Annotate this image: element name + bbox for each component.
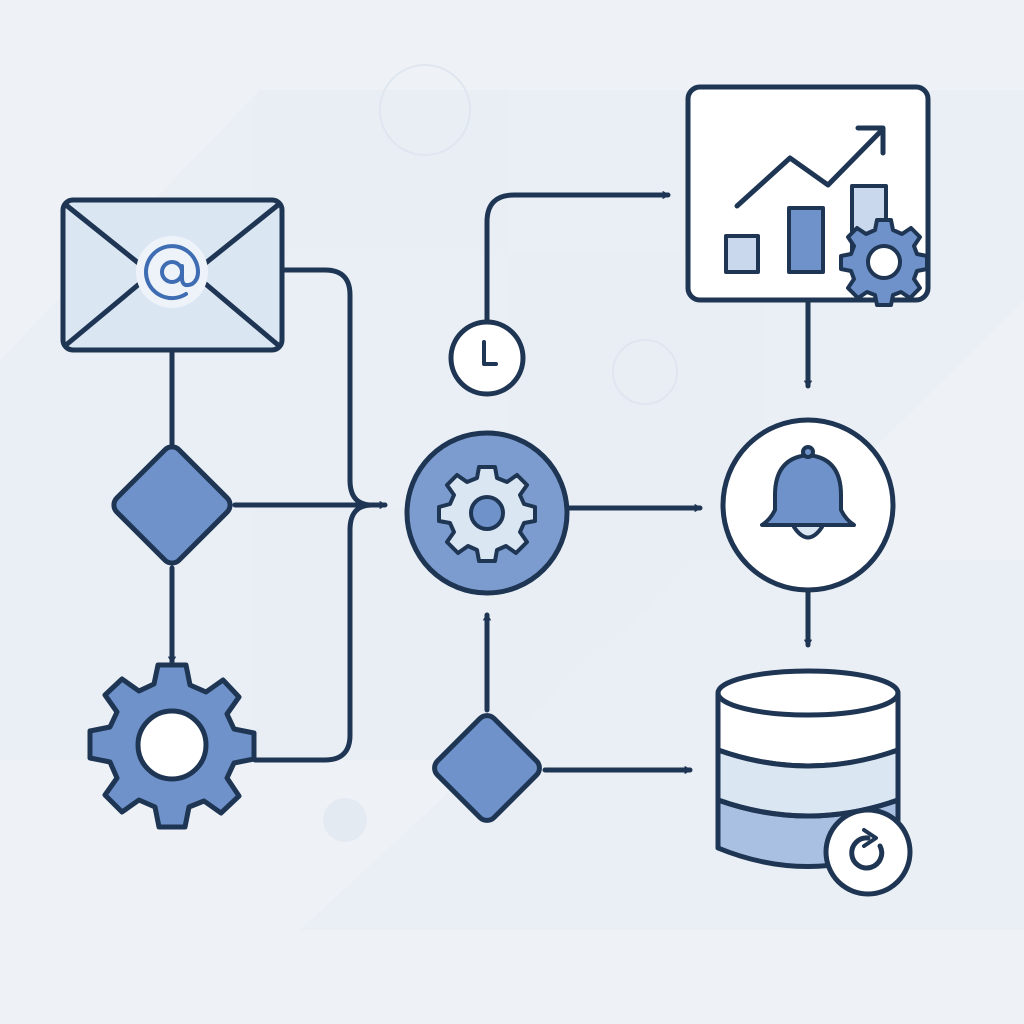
decision-diamond-icon[interactable] (430, 711, 543, 824)
bell-icon[interactable] (720, 417, 896, 593)
envelope-at-icon[interactable] (60, 197, 285, 353)
trend-arrow-icon (734, 125, 886, 209)
settings-gear-icon (839, 218, 929, 307)
chart-bar (724, 234, 760, 274)
connector-email-to-processor (279, 267, 375, 508)
processor-gear-circle-icon[interactable] (404, 430, 570, 596)
at-sign-icon (144, 244, 200, 301)
connector-clock-to-analytics (484, 191, 671, 325)
connector-gear-to-processor (252, 502, 375, 763)
database-icon[interactable] (715, 668, 913, 897)
chart-bar (787, 206, 825, 274)
refresh-icon[interactable] (823, 807, 913, 897)
gear-icon[interactable] (87, 662, 257, 830)
decision-diamond-icon[interactable] (110, 443, 234, 567)
bar-chart-trend-icon[interactable] (685, 84, 931, 307)
inner-gear-icon (437, 465, 537, 563)
clock-icon[interactable] (448, 319, 526, 397)
